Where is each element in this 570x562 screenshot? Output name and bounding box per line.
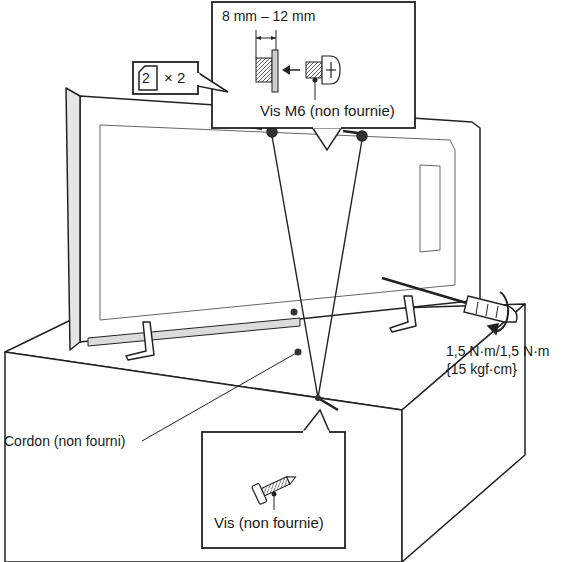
tv-panel <box>100 125 455 320</box>
callout <box>133 62 228 94</box>
callout-text: 8 mm – 12 mm <box>222 8 315 25</box>
screwdriver <box>382 278 517 334</box>
cord <box>318 140 362 398</box>
leader-line <box>142 352 298 441</box>
quantity-icon-text: 2 <box>142 70 150 87</box>
cord <box>272 136 318 398</box>
tv-port <box>420 165 440 252</box>
part-icon <box>139 66 157 90</box>
wall-screw <box>315 395 338 410</box>
callout-box: 2 × 2 <box>133 62 198 94</box>
callout-text: Vis M6 (non fournie) <box>260 102 395 119</box>
callout <box>202 410 345 548</box>
tv-back <box>80 96 480 342</box>
callout <box>212 2 415 150</box>
cabinet <box>5 304 525 562</box>
part-label: Cordon (non fourni) <box>4 432 125 450</box>
torque-value: 1,5 N·m/1,5 N·m {15 kgf·cm} <box>446 342 564 378</box>
callout-text: × 2 <box>164 69 185 86</box>
stand-foot <box>126 322 154 360</box>
screw-m6 <box>357 131 367 141</box>
callout-box: Vis (non fournie) <box>202 432 345 548</box>
bracket <box>343 131 358 133</box>
cabinet-side <box>402 304 525 562</box>
callout-box: 8 mm – 12 mm Vis M6 (non fournie) <box>212 2 415 128</box>
tv-bezel <box>66 88 80 350</box>
stand-foot <box>390 296 416 332</box>
leader-dot <box>295 349 302 356</box>
tv-base-bar <box>88 318 300 346</box>
leader-dot <box>291 309 298 316</box>
callout-text: Vis (non fournie) <box>214 514 324 531</box>
cabinet-front <box>5 352 402 562</box>
